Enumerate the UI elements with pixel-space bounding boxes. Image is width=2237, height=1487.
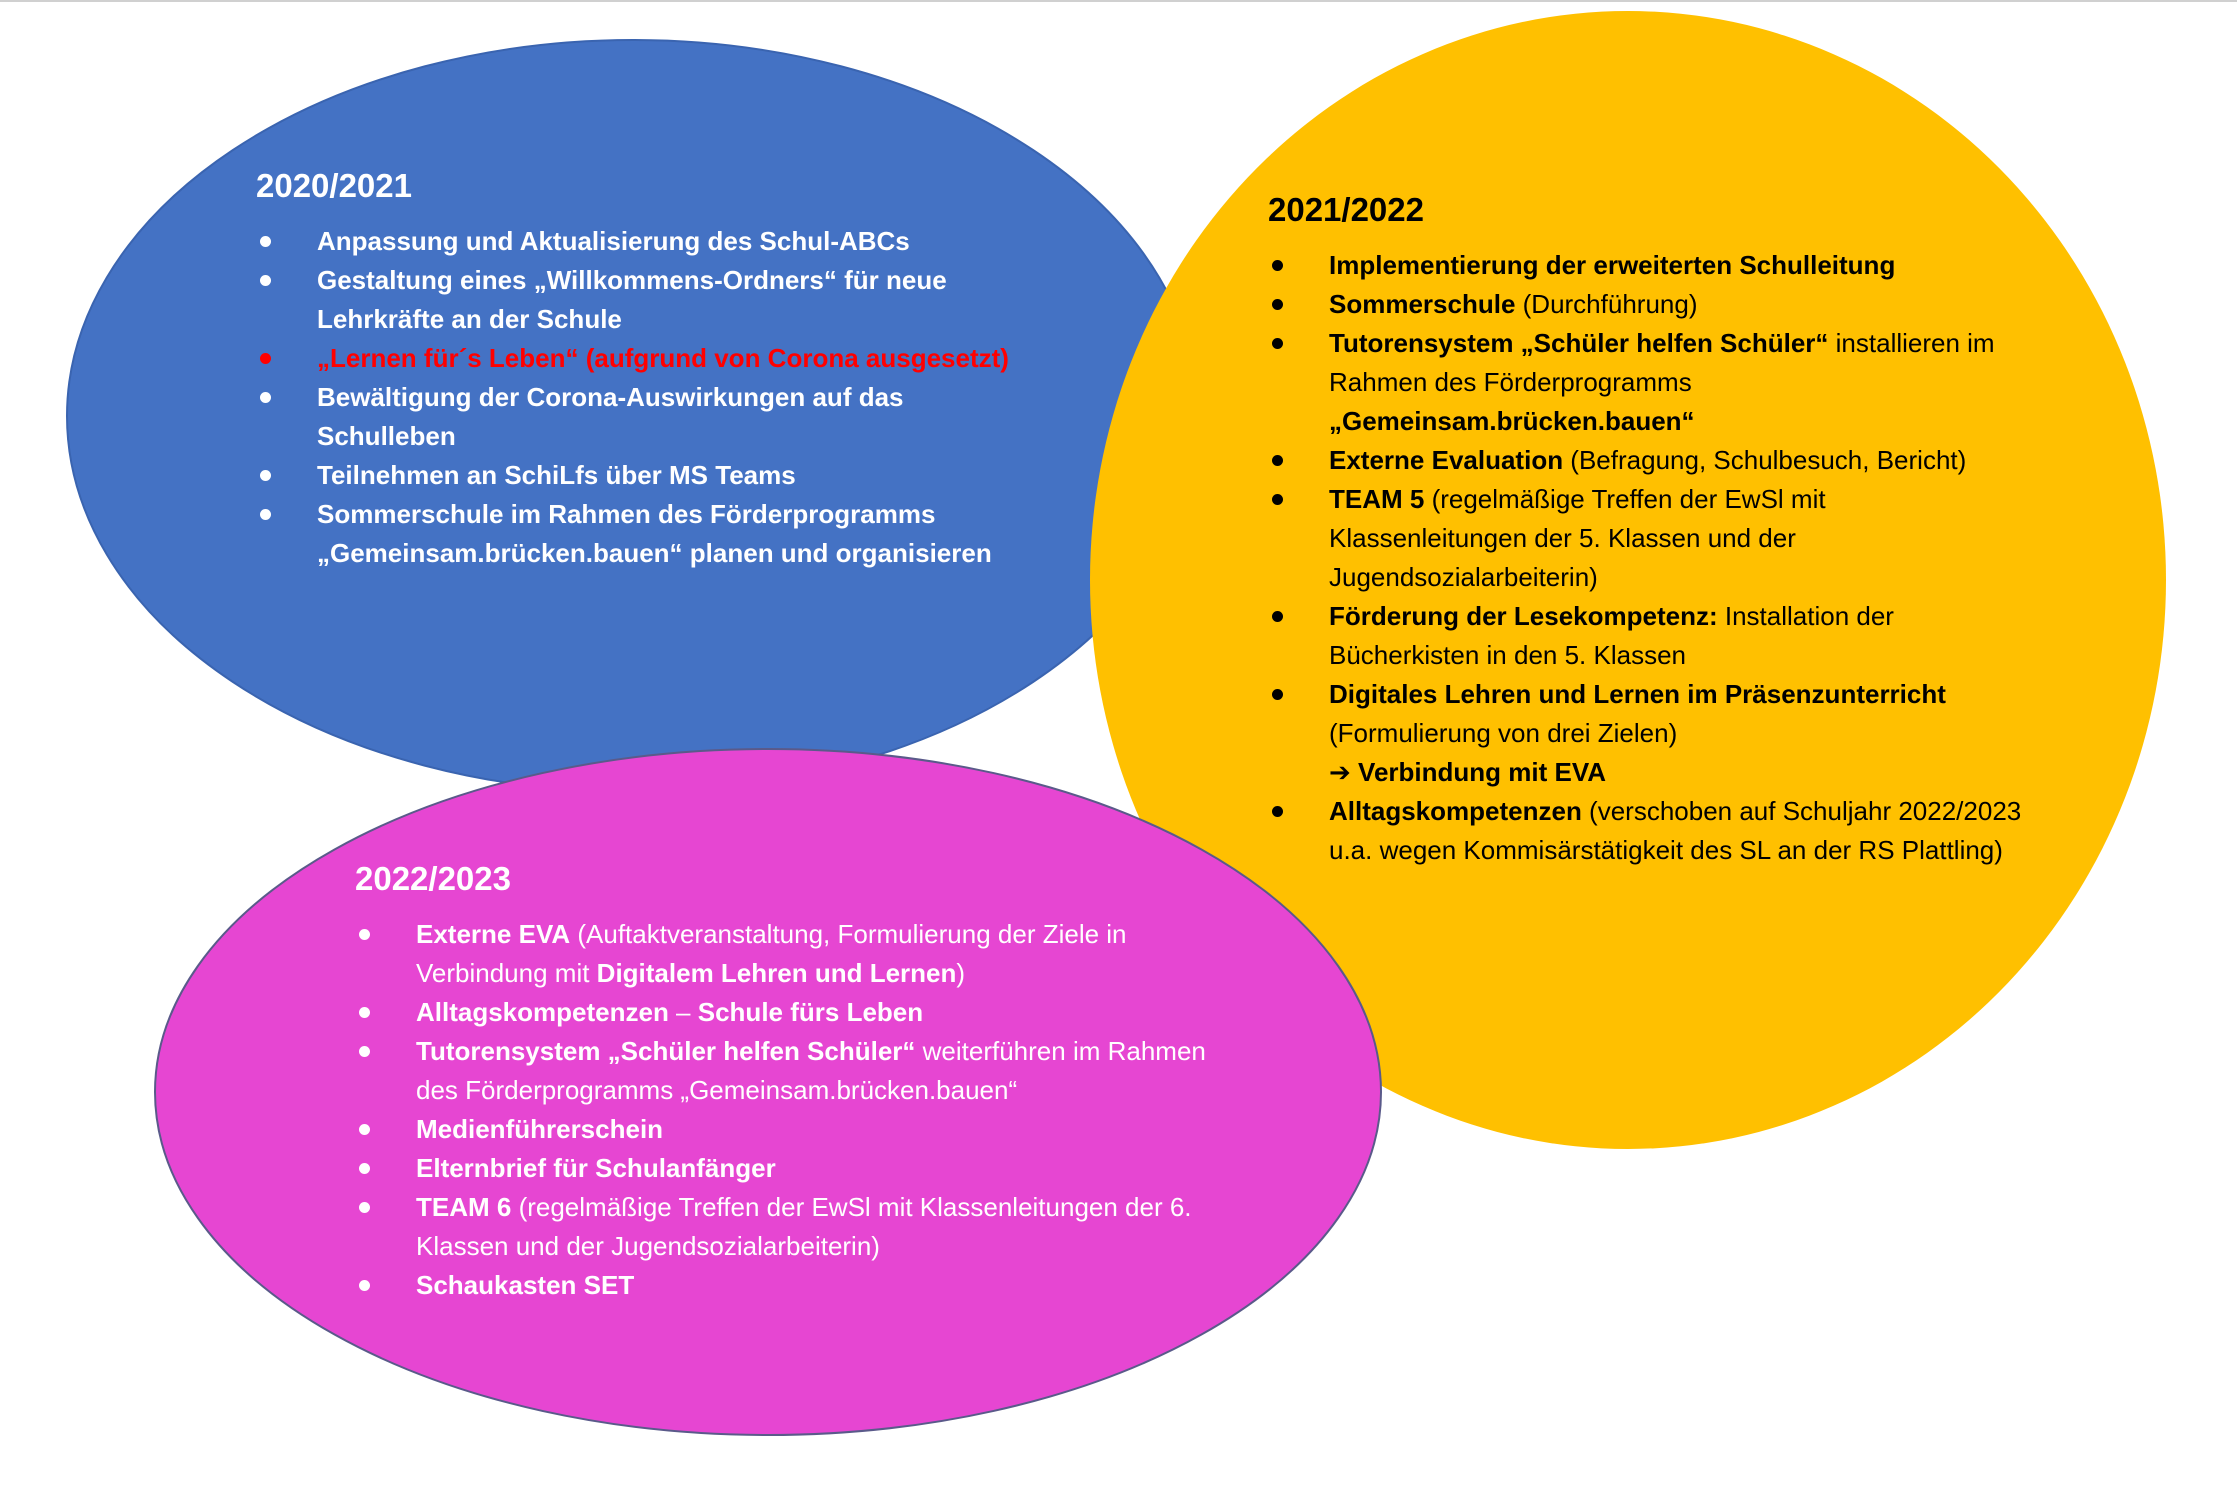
list-item-suspended: „Lernen für´s Leben“ (aufgrund von Coron… [256, 339, 1016, 378]
bullet-dot [260, 353, 271, 364]
bullet-dot [359, 1202, 370, 1213]
bullet-dot [359, 1007, 370, 1018]
item-list: Externe EVA (Auftaktveranstaltung, Formu… [355, 915, 1255, 1305]
item-text: Gestaltung eines „Willkommens-Ordners“ f… [317, 265, 947, 334]
item-text: (verschoben auf Schuljahr 2022/2023 u.a.… [1329, 796, 2022, 865]
item-bold-text: Tutorensystem „Schüler helfen Schüler“ [416, 1036, 916, 1066]
bullet-dot [1272, 455, 1283, 466]
bullet-dot [359, 929, 370, 940]
bullet-dot [359, 1124, 370, 1135]
item-text: weiterführen im Rahmen des Förderprogram… [416, 1036, 1206, 1105]
bullet-dot [260, 392, 271, 403]
list-item: Alltagskompetenzen (verschoben auf Schul… [1268, 792, 2028, 870]
item-bold-text: Externe EVA [416, 919, 571, 949]
bullet-dot [1272, 611, 1283, 622]
top-border-line [0, 0, 2237, 2]
item-bold-text: Alltagskompetenzen [416, 997, 669, 1027]
panel-2022-2023: 2022/2023 Externe EVA (Auftaktveranstalt… [355, 859, 1255, 1305]
list-item: Tutorensystem „Schüler helfen Schüler“ w… [355, 1032, 1255, 1110]
bullet-dot [1272, 806, 1283, 817]
item-list: Anpassung und Aktualisierung des Schul-A… [256, 222, 1016, 573]
bullet-dot [1272, 260, 1283, 271]
bullet-dot [359, 1163, 370, 1174]
bullet-dot [1272, 689, 1283, 700]
item-bold-text: Tutorensystem „Schüler helfen Schüler“ [1329, 328, 1829, 358]
bullet-dot [260, 275, 271, 286]
list-item: TEAM 5 (regelmäßige Treffen der EwSl mit… [1268, 480, 2028, 597]
pink-ellipse [154, 748, 1382, 1436]
bullet-dot [260, 236, 271, 247]
list-item: Anpassung und Aktualisierung des Schul-A… [256, 222, 1016, 261]
item-bold-text: Alltagskompetenzen [1329, 796, 1582, 826]
item-text: Teilnehmen an SchiLfs über MS Teams [317, 460, 796, 490]
item-list: Implementierung der erweiterten Schullei… [1268, 246, 2028, 870]
item-text: installieren im Rahmen des Förderprogram… [1329, 328, 1995, 397]
item-bold-text: TEAM 5 [1329, 484, 1425, 514]
list-item: Externe EVA (Auftaktveranstaltung, Formu… [355, 915, 1255, 993]
list-item: Tutorensystem „Schüler helfen Schüler“ i… [1268, 324, 2028, 441]
arrow-text: Verbindung mit EVA [1358, 757, 1607, 787]
item-text: (Formulierung von drei Zielen) [1329, 718, 1678, 748]
item-bold-text: Förderung der Lesekompetenz: [1329, 601, 1718, 631]
panel-title: 2020/2021 [256, 167, 412, 204]
item-text: Sommerschule im Rahmen des Förderprogram… [317, 499, 992, 568]
item-bold-text: TEAM 6 [416, 1192, 512, 1222]
list-item: Sommerschule im Rahmen des Förderprogram… [256, 495, 1016, 573]
list-item: Medienführerschein [355, 1110, 1255, 1149]
list-item: TEAM 6 (regelmäßige Treffen der EwSl mit… [355, 1188, 1255, 1266]
bullet-dot [359, 1280, 370, 1291]
list-item: Implementierung der erweiterten Schullei… [1268, 246, 2028, 285]
bullet-dot [1272, 299, 1283, 310]
item-bold-text: Elternbrief für Schulanfänger [416, 1153, 776, 1183]
list-item: Externe Evaluation (Befragung, Schulbesu… [1268, 441, 2028, 480]
list-item: Schaukasten SET [355, 1266, 1255, 1305]
item-text: (Auftaktveranstaltung, Formulierung der … [416, 919, 1127, 988]
list-item: Bewältigung der Corona-Auswirkungen auf … [256, 378, 1016, 456]
arrow-right-icon: ➔ [1329, 757, 1351, 787]
item-text: Bewältigung der Corona-Auswirkungen auf … [317, 382, 904, 451]
item-bold-text: Schule fürs Leben [697, 997, 924, 1027]
list-item: Digitales Lehren und Lernen im Präsenzun… [1268, 675, 2028, 792]
list-item: Gestaltung eines „Willkommens-Ordners“ f… [256, 261, 1016, 339]
item-bold-text: Schaukasten SET [416, 1270, 635, 1300]
item-text: (regelmäßige Treffen der EwSl mit Klasse… [416, 1192, 1192, 1261]
item-bold-text: Implementierung der erweiterten Schullei… [1329, 250, 1896, 280]
item-text: Installation der Bücherkisten in den 5. … [1329, 601, 1894, 670]
item-bold-text: Sommerschule [1329, 289, 1516, 319]
yellow-ellipse [1090, 11, 2166, 1149]
item-text: Anpassung und Aktualisierung des Schul-A… [317, 226, 910, 256]
panel-2021-2022: 2021/2022 Implementierung der erweiterte… [1268, 190, 2028, 870]
list-item: Alltagskompetenzen – Schule fürs Leben [355, 993, 1255, 1032]
item-text: – [668, 997, 698, 1027]
item-text: (regelmäßige Treffen der EwSl mit Klasse… [1329, 484, 1826, 592]
bullet-dot [1272, 494, 1283, 505]
panel-title: 2022/2023 [355, 860, 511, 897]
panel-title: 2021/2022 [1268, 191, 1424, 228]
item-bold-text: „Gemeinsam.brücken.bauen“ [1329, 406, 1695, 436]
bullet-dot [1272, 338, 1283, 349]
bullet-dot [260, 509, 271, 520]
bullet-dot [260, 470, 271, 481]
item-text: (Durchführung) [1515, 289, 1698, 319]
item-bold-text: Medienführerschein [416, 1114, 664, 1144]
list-item: Elternbrief für Schulanfänger [355, 1149, 1255, 1188]
list-item: Förderung der Lesekompetenz: Installatio… [1268, 597, 2028, 675]
list-item: Teilnehmen an SchiLfs über MS Teams [256, 456, 1016, 495]
item-text: ) [956, 958, 966, 988]
item-bold-text: Externe Evaluation [1329, 445, 1564, 475]
list-item: Sommerschule (Durchführung) [1268, 285, 2028, 324]
arrow-line: ➔ Verbindung mit EVA [1329, 753, 2028, 792]
item-bold-text: Digitales Lehren und Lernen im Präsenzun… [1329, 679, 1946, 709]
item-bold-text: Digitalem Lehren und Lernen [596, 958, 957, 988]
bullet-dot [359, 1046, 370, 1057]
panel-2020-2021: 2020/2021 Anpassung und Aktualisierung d… [256, 166, 1016, 573]
item-text: (Befragung, Schulbesuch, Bericht) [1563, 445, 1967, 475]
item-text: „Lernen für´s Leben“ (aufgrund von Coron… [317, 343, 1009, 373]
